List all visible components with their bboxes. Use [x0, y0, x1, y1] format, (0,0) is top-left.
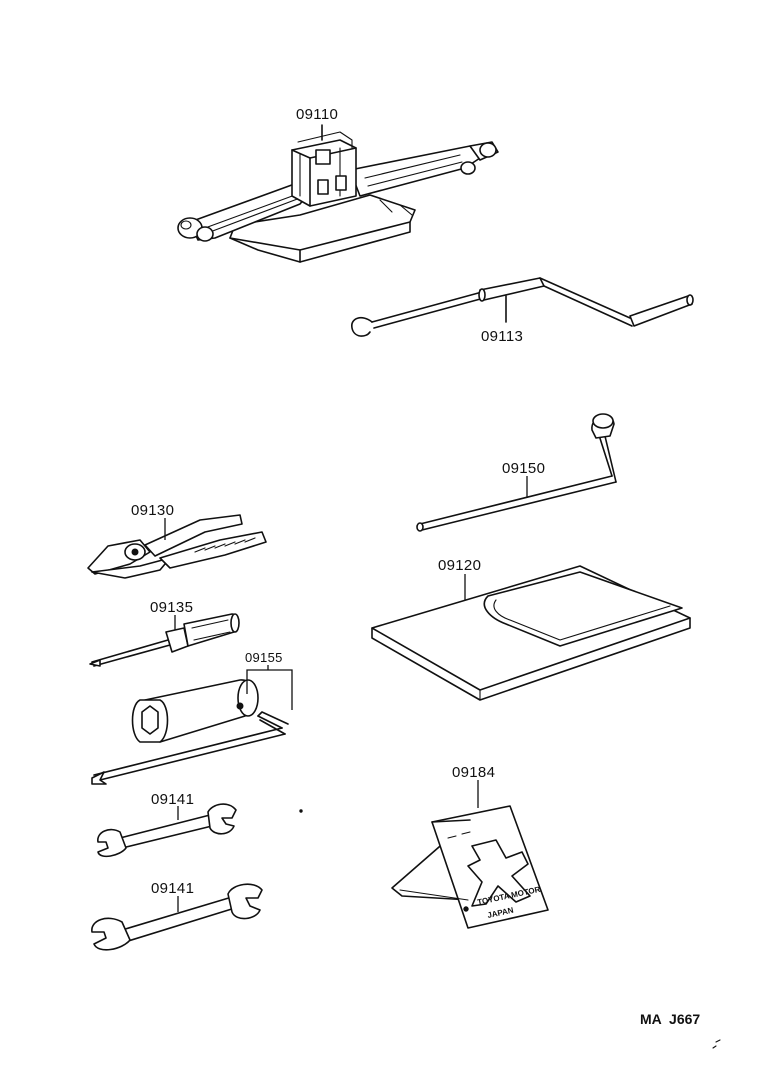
wheel-chock-illustration: TOYOTA MOTOR JAPAN	[391, 780, 549, 929]
stray-dot	[299, 809, 303, 813]
label-wrench-large: 09141	[151, 880, 194, 897]
wrench-large-illustration	[91, 883, 263, 951]
wrench-small-illustration	[97, 803, 237, 858]
lug-wrench-illustration	[416, 413, 617, 532]
screwdriver-illustration	[89, 613, 240, 667]
label-tool-bag: 09120	[438, 557, 481, 574]
jack-illustration	[177, 124, 499, 263]
label-plug-wrench-set: 09155	[245, 650, 283, 665]
label-wrench-small: 09141	[151, 791, 194, 808]
label-jack: 09110	[296, 106, 338, 123]
tool-bag-illustration	[371, 565, 691, 701]
label-lug-wrench: 09150	[502, 460, 545, 477]
pliers-illustration	[87, 514, 267, 579]
label-screwdriver: 09135	[150, 599, 193, 616]
jack-handle-illustration	[351, 277, 694, 337]
stray-mark	[712, 1039, 721, 1049]
label-pliers: 09130	[131, 502, 174, 519]
label-jack-handle: 09113	[481, 328, 523, 345]
plug-wrench-illustration	[91, 665, 293, 785]
label-wheel-chock: 09184	[452, 764, 495, 781]
diagram-code: MA J667	[640, 1011, 700, 1027]
